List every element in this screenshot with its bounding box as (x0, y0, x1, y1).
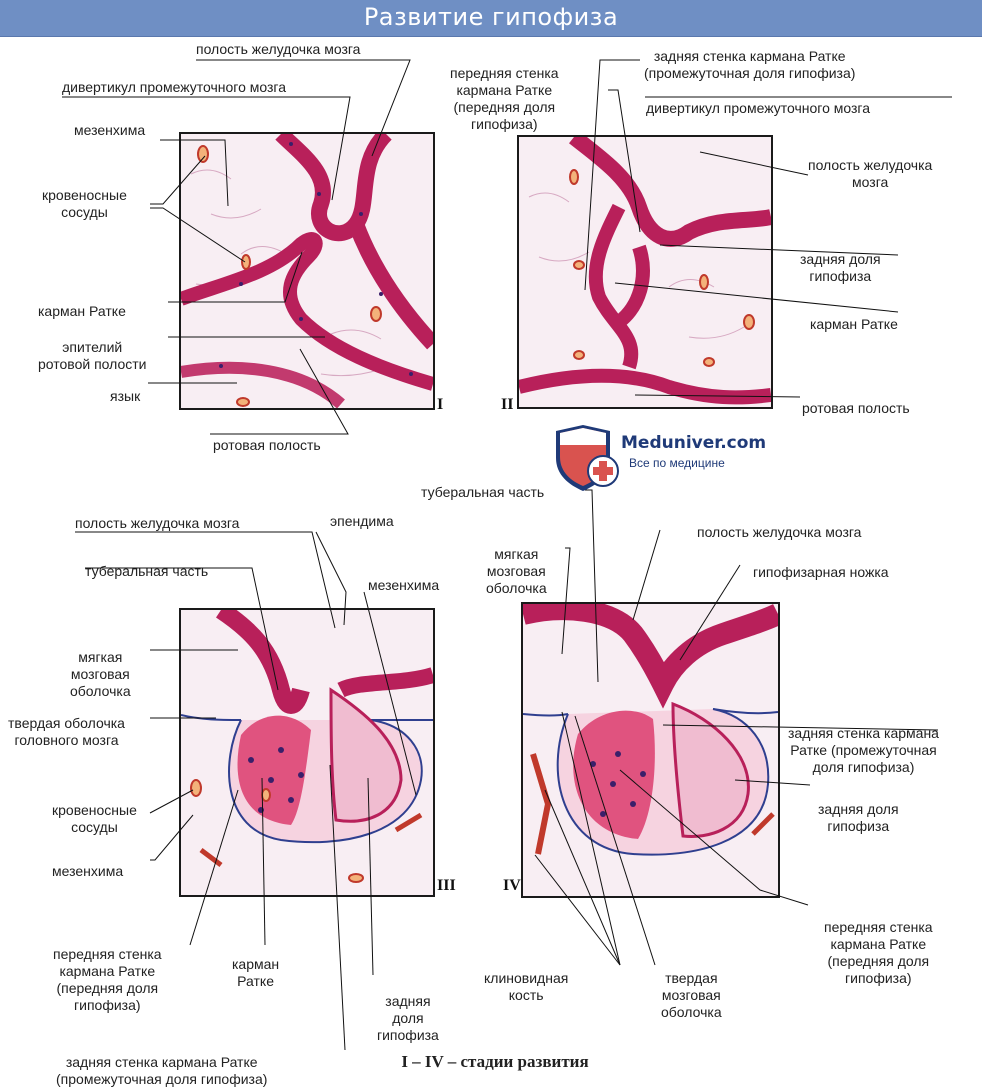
label-dura-4: твердая мозговая оболочка (661, 970, 722, 1020)
label-ependyma-3: эпендима (330, 513, 394, 529)
label-back-wall-2: задняя стенка кармана Ратке (промежуточн… (644, 48, 856, 81)
label-sphenoid-4: клиновидная кость (484, 970, 569, 1003)
label-tongue-1: язык (110, 388, 141, 404)
panel-3-illustration (181, 610, 433, 895)
panel-stage-2 (517, 135, 773, 409)
panel-stage-3 (179, 608, 435, 897)
stage-label-4: IV (503, 877, 521, 894)
label-front-wall-2: передняя стенка кармана Ратке (передняя … (450, 65, 559, 132)
label-rathke-3: карман Ратке (232, 956, 280, 989)
label-posterior-lobe-4: задняя доля гипофиза (818, 801, 899, 834)
panel-4-illustration (523, 604, 778, 896)
label-posterior-lobe-2: задняя доля гипофиза (800, 251, 881, 284)
label-tuberal-top: туберальная часть (421, 484, 545, 500)
label-mesenchyme-top-3: мезенхима (368, 577, 440, 593)
label-vessels-3: кровеносные сосуды (52, 802, 137, 835)
label-ventricle-2: полость желудочка мозга (808, 157, 933, 190)
label-diverticulum-1: дивертикул промежуточного мозга (62, 79, 287, 95)
stage-label-2: II (501, 396, 514, 413)
panel-stage-4 (521, 602, 780, 898)
logo-tagline: Все по медицине (629, 456, 725, 470)
logo-name: Meduniver.com (621, 433, 767, 453)
label-pia-4: мягкая мозговая оболочка (486, 546, 547, 596)
panel-1-illustration (181, 134, 433, 408)
label-oral-cavity-1: ротовая полость (213, 437, 321, 453)
meduniver-logo[interactable]: Meduniver.com Все по медицине (551, 423, 771, 493)
label-front-wall-4: передняя стенка кармана Ратке (передняя … (824, 919, 933, 986)
label-oral-cavity-2: ротовая полость (802, 400, 910, 416)
label-vessels-1: кровеносные сосуды (42, 187, 127, 220)
label-back-wall-3: задняя стенка кармана Ратке (промежуточн… (56, 1054, 268, 1087)
stage-label-1: I (437, 396, 444, 413)
label-back-wall-4: задняя стенка кармана Ратке (промежуточн… (788, 725, 939, 775)
label-posterior-lobe-3: задняя доля гипофиза (377, 993, 439, 1043)
page-title: Развитие гипофиза (363, 3, 619, 31)
label-mesenchyme-3: мезенхима (52, 863, 124, 879)
label-ventricle-4: полость желудочка мозга (697, 524, 862, 540)
label-ventricle-3: полость желудочка мозга (75, 515, 240, 531)
label-tuberal-3: туберальная часть (85, 563, 209, 579)
label-dura-3: твердая оболочка головного мозга (8, 715, 125, 748)
label-mesenchyme-1: мезенхима (74, 122, 146, 138)
label-front-wall-3: передняя стенка кармана Ратке (передняя … (53, 946, 162, 1013)
panel-stage-1 (179, 132, 435, 410)
stage-label-3: III (437, 877, 456, 894)
label-rathke-1: карман Ратке (38, 303, 126, 319)
shield-icon (556, 425, 619, 491)
label-stalk-4: гипофизарная ножка (753, 564, 889, 580)
label-rathke-2: карман Ратке (810, 316, 898, 332)
title-bar (0, 0, 982, 37)
label-diverticulum-2: дивертикул промежуточного мозга (646, 100, 871, 116)
label-oral-epithelium-1: эпителий ротовой полости (38, 339, 147, 372)
caption-stages: I – IV – стадии развития (401, 1052, 589, 1071)
label-pia-3: мягкая мозговая оболочка (70, 649, 131, 699)
label-ventricle-1: полость желудочка мозга (196, 41, 361, 57)
panel-2-illustration (519, 137, 771, 407)
